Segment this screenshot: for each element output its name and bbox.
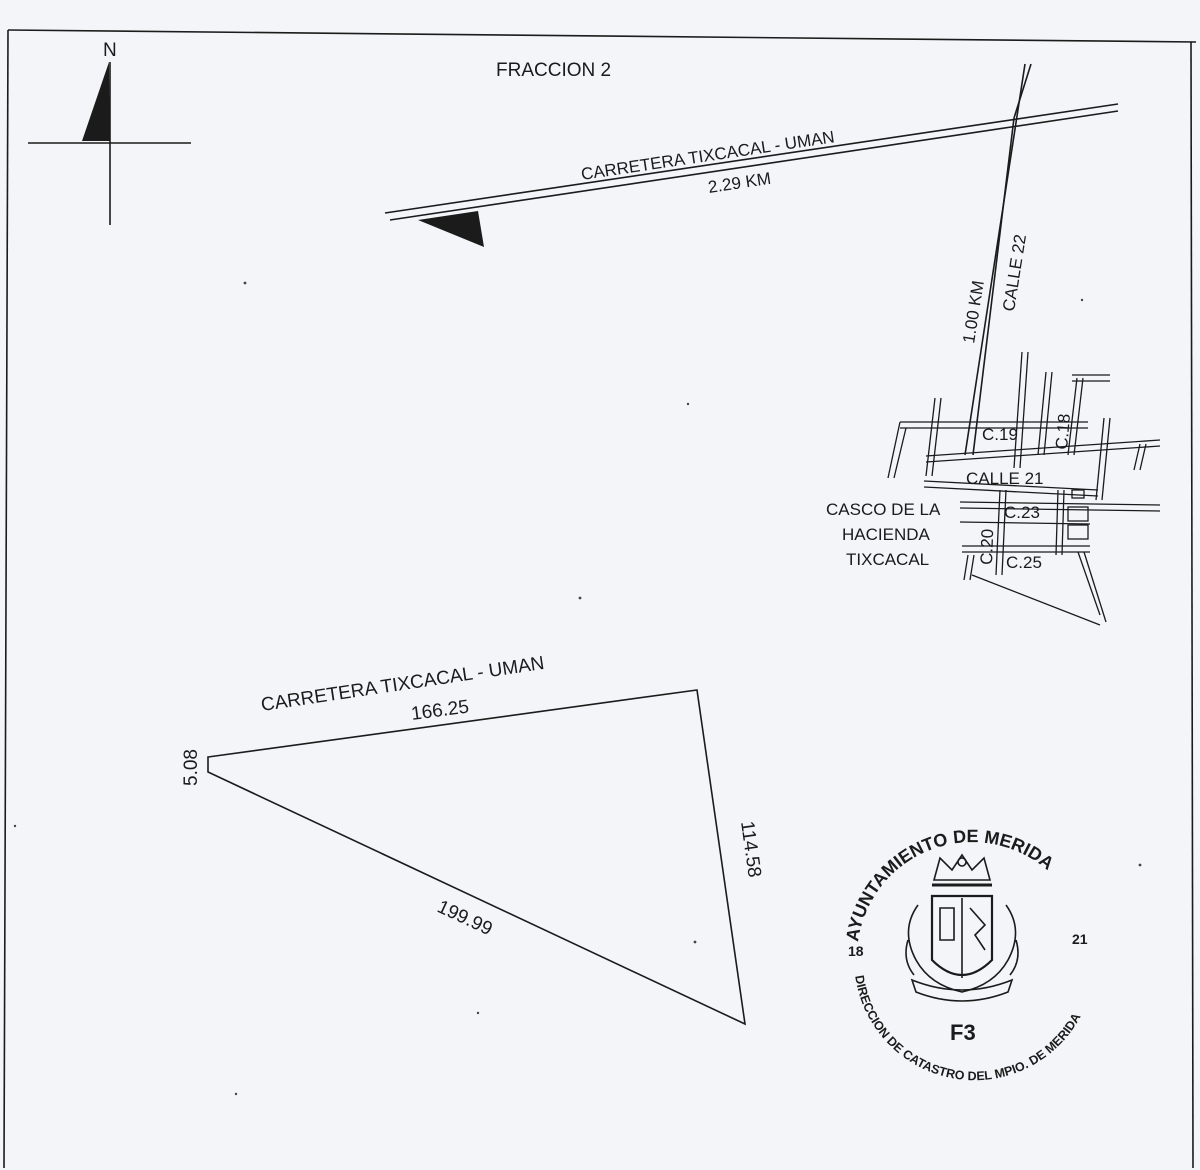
town-street-labels: C.19 C.18 CALLE 21 C.23 C.20 C.25 bbox=[966, 413, 1074, 572]
parcel-side-west: 5.08 bbox=[181, 749, 202, 786]
seal-year-right: 21 bbox=[1072, 931, 1088, 947]
seal-code: F3 bbox=[950, 1020, 976, 1045]
town-grid bbox=[887, 351, 1161, 626]
street-c20-label: C.20 bbox=[977, 529, 997, 566]
page-border bbox=[3, 29, 1197, 1169]
street-calle-22-label: CALLE 22 bbox=[999, 233, 1030, 313]
scan-specks bbox=[13, 281, 1142, 1096]
parcel-side-east: 114.58 bbox=[736, 820, 765, 879]
place-label-line-2: HACIENDA bbox=[842, 525, 931, 544]
location-road-distance: 2.29 KM bbox=[707, 169, 772, 197]
parcel-location-marker bbox=[418, 211, 484, 247]
page-title: FRACCION 2 bbox=[496, 60, 611, 81]
seal-year-left: 18 bbox=[848, 943, 864, 959]
place-label-line-1: CASCO DE LA bbox=[826, 500, 941, 519]
street-c25-label: C.25 bbox=[1006, 553, 1042, 572]
municipal-seal: AYUNTAMIENTO DE MERIDA DIRECCION DE CATA… bbox=[842, 826, 1088, 1083]
street-c18-label: C.18 bbox=[1052, 413, 1074, 450]
north-arrow: N bbox=[28, 40, 191, 225]
coat-of-arms-icon bbox=[905, 853, 1019, 1002]
parcel-road-label: CARRETERA TIXCACAL - UMAN bbox=[260, 653, 546, 716]
street-calle-21-label: CALLE 21 bbox=[966, 469, 1044, 488]
parcel-polygon: CARRETERA TIXCACAL - UMAN 166.25 5.08 11… bbox=[181, 653, 765, 1026]
street-c23-label: C.23 bbox=[1004, 503, 1040, 522]
location-road-label: CARRETERA TIXCACAL - UMAN bbox=[580, 127, 836, 184]
place-label-line-3: TIXCACAL bbox=[846, 550, 929, 569]
place-label: CASCO DE LA HACIENDA TIXCACAL bbox=[826, 500, 941, 569]
parcel-side-north: 166.25 bbox=[410, 697, 470, 725]
north-label: N bbox=[103, 40, 117, 61]
street-c19-label: C.19 bbox=[982, 425, 1018, 444]
